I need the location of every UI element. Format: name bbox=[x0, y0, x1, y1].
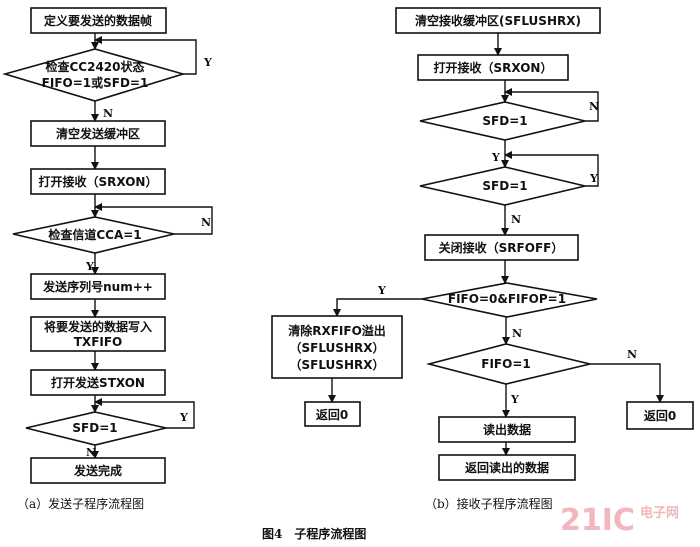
close-rx-box bbox=[424, 234, 579, 261]
watermark-logo-text: 21IC bbox=[560, 503, 635, 538]
yes-label-cca: Y bbox=[85, 260, 94, 273]
tx-done-box bbox=[30, 457, 166, 484]
check-status-diamond bbox=[2, 48, 186, 102]
sfd-label: SFD=1 bbox=[72, 421, 117, 435]
return-0-label-a: 返回0 bbox=[316, 407, 348, 422]
no-label-sfd1: N bbox=[589, 100, 599, 113]
fifo-cond-diamond bbox=[421, 282, 598, 318]
sfd-label-1: SFD=1 bbox=[482, 114, 527, 128]
loop-sfd bbox=[94, 398, 195, 429]
write-tx-label-2: TXFIFO bbox=[74, 335, 123, 349]
arrow-fifo-cond-yes bbox=[333, 298, 422, 317]
receive-subroutine-flowchart: 清空接收缓冲区(SFLUSHRX) 打开接收（SRXON） SFD=1 SFD=… bbox=[271, 7, 694, 511]
no-label-fifo-cond: N bbox=[512, 327, 522, 340]
clear-tx-buffer-box bbox=[30, 120, 166, 147]
open-rx-box-b bbox=[417, 54, 569, 81]
read-data-label: 读出数据 bbox=[483, 422, 531, 437]
define-frame-box bbox=[30, 7, 167, 34]
yes-label-sfd: Y bbox=[179, 411, 188, 424]
open-tx-label: 打开发送STXON bbox=[51, 375, 145, 390]
yes-label-sfd2: Y bbox=[589, 172, 598, 185]
tx-done-label: 发送完成 bbox=[73, 463, 122, 478]
check-cca-label: 检查信道CCA=1 bbox=[48, 227, 141, 242]
no-label-check-status: N bbox=[103, 107, 113, 120]
loop-sfd2 bbox=[504, 151, 599, 187]
clear-overflow-box bbox=[271, 315, 403, 379]
fifo-cond-label: FIFO=0&FIFOP=1 bbox=[448, 292, 566, 306]
clear-overflow-label-2: （SFLUSHRX） bbox=[290, 340, 385, 355]
clear-overflow-label-3: （SFLUSHRX） bbox=[290, 357, 385, 372]
return-0-box-a bbox=[304, 401, 361, 427]
figure-title: 图4 子程序流程图 bbox=[262, 526, 366, 541]
yes-label-check-status: Y bbox=[203, 56, 212, 69]
send-subroutine-flowchart: 定义要发送的数据帧 检查CC2420状态 FIFO=1或SFD=1 清空发送缓冲… bbox=[2, 7, 213, 511]
define-frame-label: 定义要发送的数据帧 bbox=[44, 13, 152, 28]
no-label-fifo: N bbox=[627, 348, 637, 361]
watermark-logo: 21IC 电子网 bbox=[560, 503, 679, 538]
yes-label-fifo-cond: Y bbox=[377, 284, 386, 297]
no-label-sfd: N bbox=[86, 446, 96, 459]
flush-rx-label: 清空接收缓冲区(SFLUSHRX) bbox=[415, 13, 581, 28]
caption-a: （a）发送子程序流程图 bbox=[17, 496, 144, 511]
open-tx-box bbox=[30, 369, 166, 396]
loop-check-status bbox=[94, 36, 197, 75]
close-rx-label: 关闭接收（SRFOFF） bbox=[439, 240, 564, 255]
loop-sfd1 bbox=[504, 88, 599, 122]
sfd-label-2: SFD=1 bbox=[482, 179, 527, 193]
seq-num-label: 发送序列号num++ bbox=[42, 279, 153, 294]
no-label-sfd2: N bbox=[511, 213, 521, 226]
arrow-fifo-no bbox=[590, 363, 664, 403]
watermark-site-text: 电子网 bbox=[640, 505, 679, 521]
clear-tx-buffer-label: 清空发送缓冲区 bbox=[56, 126, 140, 141]
check-status-label-2: FIFO=1或SFD=1 bbox=[42, 75, 149, 90]
no-label-cca: N bbox=[201, 216, 211, 229]
fifo-label: FIFO=1 bbox=[481, 357, 530, 371]
open-rx-label: 打开接收（SRXON） bbox=[39, 174, 158, 189]
clear-overflow-label-1: 清除RXFIFO溢出 bbox=[288, 323, 386, 338]
open-rx-label-b: 打开接收（SRXON） bbox=[434, 60, 553, 75]
return-data-box bbox=[438, 454, 576, 481]
write-tx-label-1: 将要发送的数据写入 bbox=[44, 319, 152, 334]
check-status-label-1: 检查CC2420状态 bbox=[45, 59, 144, 74]
caption-b: （b）接收子程序流程图 bbox=[425, 496, 553, 511]
yes-label-sfd1: Y bbox=[491, 151, 500, 164]
return-0-box-b bbox=[626, 401, 694, 430]
return-data-label: 返回读出的数据 bbox=[465, 460, 549, 475]
seq-num-box bbox=[30, 273, 166, 300]
loop-check-cca bbox=[94, 203, 213, 235]
yes-label-fifo: Y bbox=[510, 393, 519, 406]
return-0-label-b: 返回0 bbox=[644, 408, 676, 423]
